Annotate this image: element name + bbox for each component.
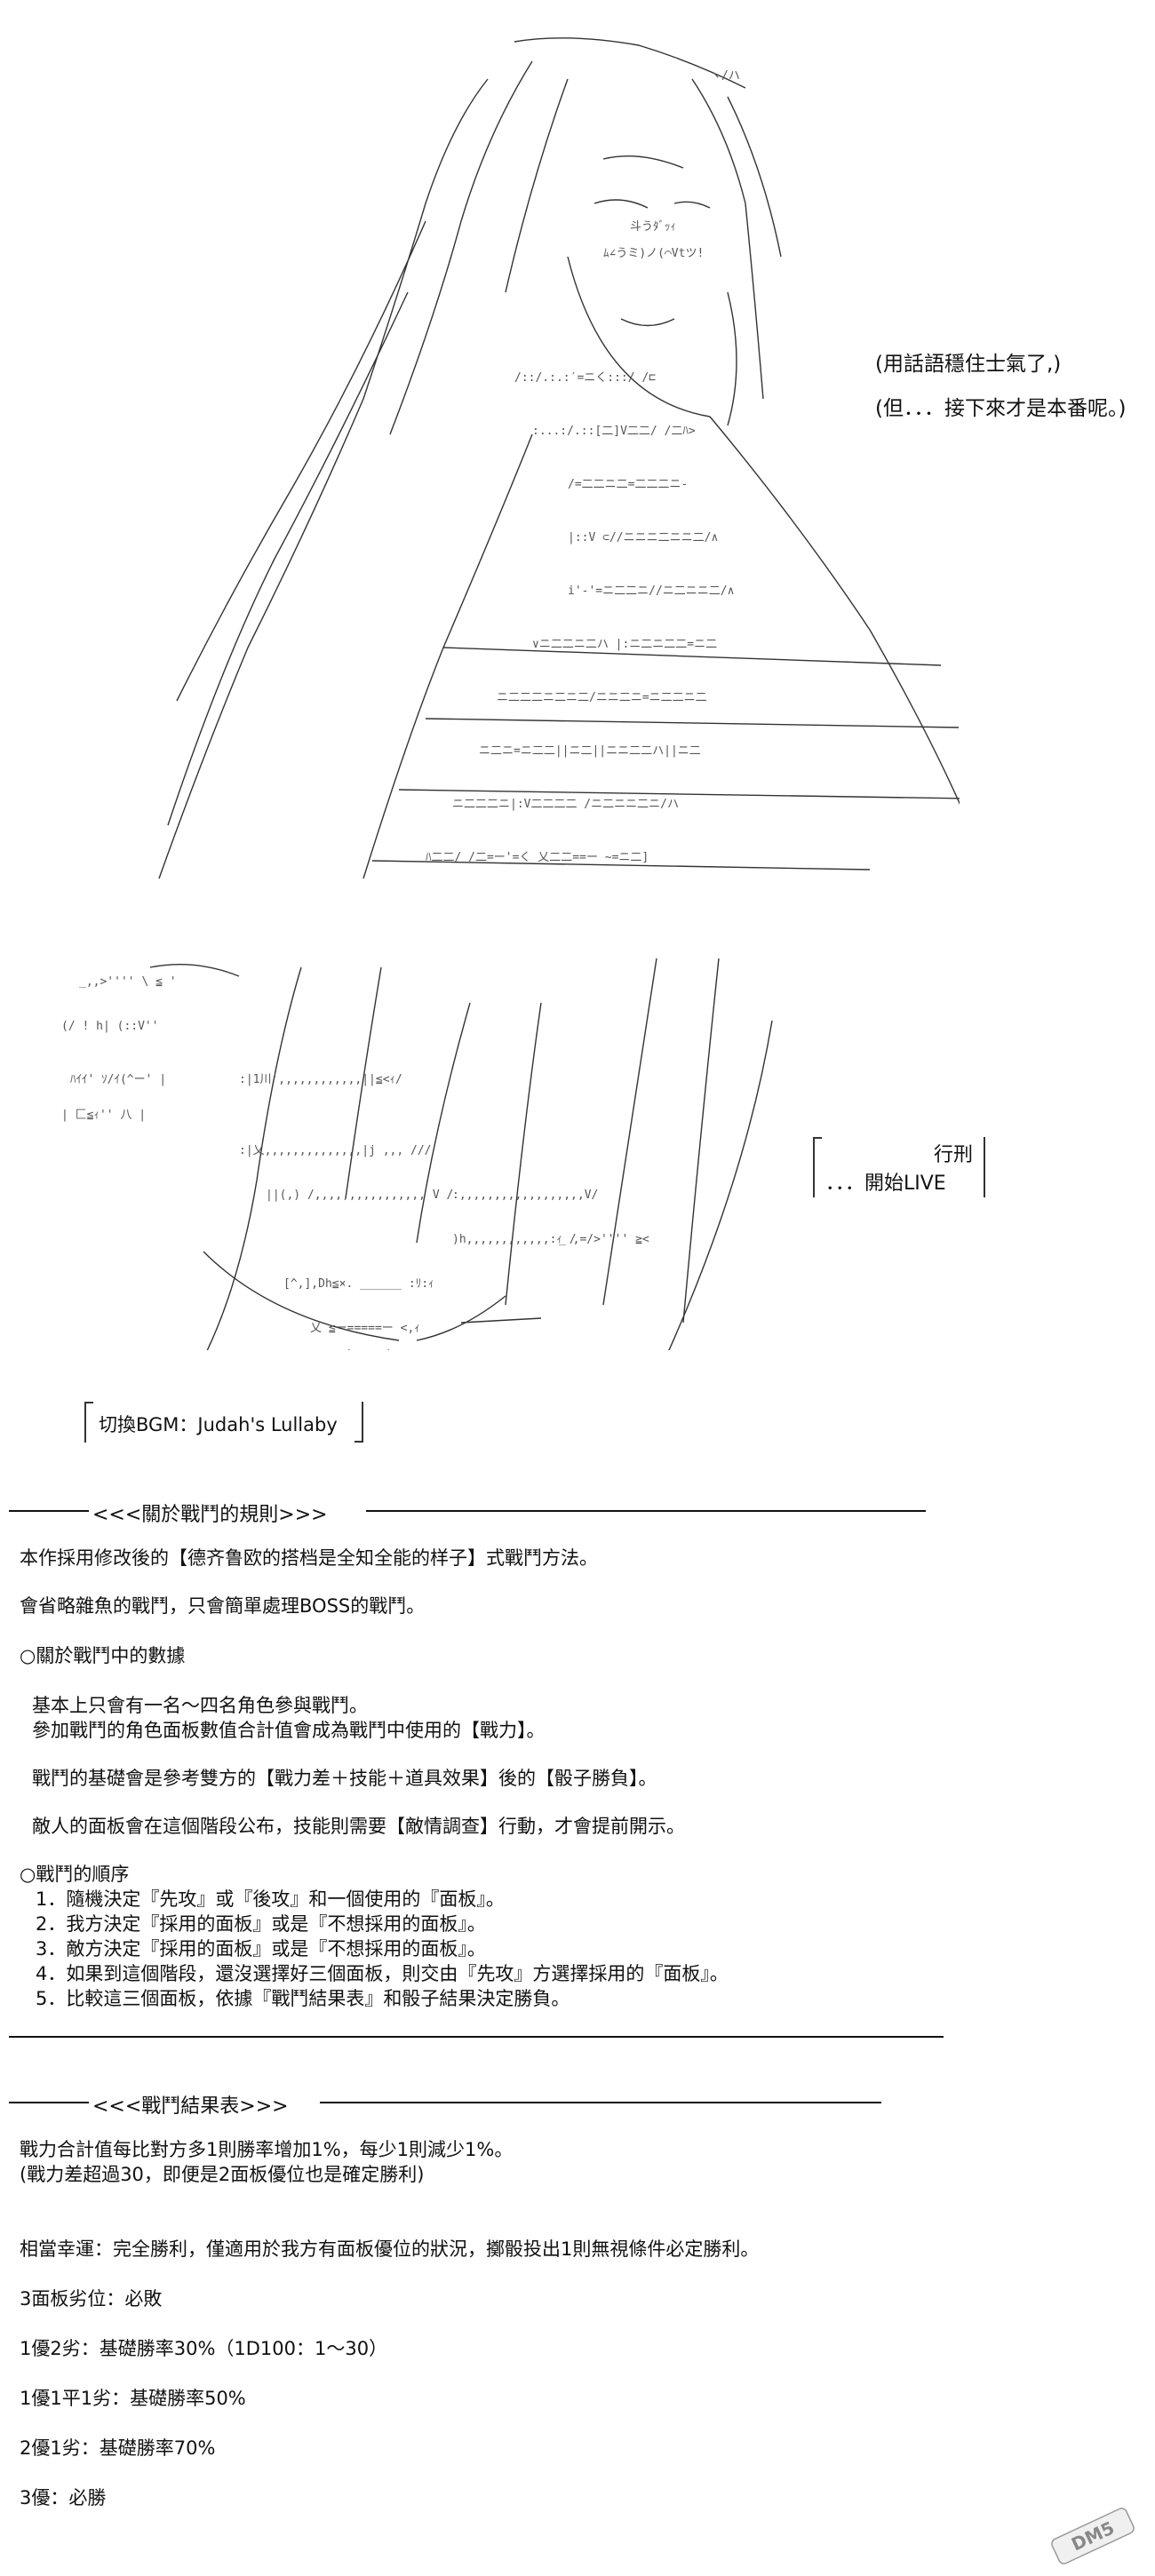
svg-text::,,,,,,,,,,,,,,,,,,V/: :,,,,,,,,,,,,,,,,,,V/ <box>452 1189 598 1202</box>
ascii-art-scene-2: _,,>'''' \ ≦ ' (/ ! h| (::V'' ﾊｲｲ' ｿ/ｲ(^… <box>27 933 800 1350</box>
numbers-item-3: 戰鬥的基礎會是參考雙方的【戰力差＋技能＋道具效果】後的【骰子勝負】。 <box>32 1768 657 1789</box>
rules-end-rule <box>9 2036 944 2038</box>
svg-text:斗うﾀﾞｯｨ: 斗うﾀﾞｯｨ <box>630 220 676 234</box>
svg-text:ﾊｲｲ' ｿ/ｲ(^ー' |: ﾊｲｲ' ｿ/ｲ(^ー' | <box>70 1073 166 1086</box>
results-line-1: 戰力合計值每比對方多1則勝率增加1%，每少1則減少1%。 <box>20 2139 514 2160</box>
results-line-5: 1優2劣：基礎勝率30%（1D100：1～30） <box>20 2338 388 2359</box>
numbers-item-4: 敵人的面板會在這個階段公布，技能則需要【敵情調查】行動，才會提前開示。 <box>32 1816 685 1837</box>
results-line-2: (戰力差超過30，即便是2面板優位也是確定勝利) <box>20 2164 425 2185</box>
inner-thought-note-1: (用話語穩住士氣了,) <box>875 353 1062 376</box>
svg-text:ﾊ二二/ /二=ー'=く 乂二二==ー ~=ニ二]: ﾊ二二/ /二=ー'=く 乂二二==ー ~=ニ二] <box>426 851 649 864</box>
numbers-item-1: 基本上只會有一名～四名角色參與戰鬥。 <box>32 1695 368 1716</box>
rules-intro-1: 本作採用修改後的【德齐鲁欧的搭档是全知全能的样子】式戰鬥方法。 <box>20 1547 598 1569</box>
site-watermark-logo: DM5 <box>1040 2505 1146 2567</box>
numbers-item-2: 參加戰鬥的角色面板數值合計值會成為戰鬥中使用的【戰力】。 <box>32 1720 546 1741</box>
svg-text:ﾑ∠うミ)ノ(⌒Vtツ!: ﾑ∠うミ)ノ(⌒Vtツ! <box>603 247 704 260</box>
svg-text:乂 ≦ー=====ー <,ｨ: 乂 ≦ー=====ー <,ｨ <box>310 1322 420 1335</box>
svg-text:∨ニ二二ニ二ハ |:ニ二ニ二二=ニ二: ∨ニ二二ニ二ハ |:ニ二ニ二二=ニ二 <box>532 638 717 651</box>
svg-text:)h,,,,,,,,,,,,:ｨ /: )h,,,,,,,,,,,,:ｨ / <box>452 1233 577 1246</box>
svg-text:/=二二ニ二=二二二ニ-: /=二二ニ二=二二二ニ- <box>568 478 688 491</box>
svg-text::...:/.::[二]V二二/ /二ﾊ>: :...:/.::[二]V二二/ /二ﾊ> <box>532 425 696 438</box>
svg-text:ニ二二二ニ|:V二二二二 /ニ二ニニ二ニ/ハ: ニ二二二ニ|:V二二二二 /ニ二ニニ二ニ/ハ <box>452 798 679 811</box>
results-heading: <<<戰鬥結果表>>> <box>92 2095 289 2118</box>
ascii-art-face-closeup: _,,>'''' \ ≦ ' (/ ! h| (::V'' ﾊｲｲ' ｿ/ｲ(^… <box>61 958 773 1350</box>
svg-text:i'-'=ニ二二ニ//ニ二ニニ二/∧: i'-'=ニ二二ニ//ニ二ニニ二/∧ <box>568 584 734 598</box>
rules-heading: <<<關於戰鬥的規則>>> <box>92 1504 328 1526</box>
svg-text:≧/ー=≦ /: ≧/ー=≦ / <box>337 1348 390 1350</box>
rules-heading-rule-left <box>9 1510 89 1512</box>
caption-line-2: ．．．開始LIVE <box>825 1173 946 1195</box>
svg-text:_ ,=/>'''' ≧<: _ ,=/>'''' ≧< <box>559 1233 649 1246</box>
svg-text:||(,) /,,,,,,,,,,,,,,,, V /: ||(,) /,,,,,,,,,,,,,,,, V / <box>266 1189 453 1202</box>
bgm-caption-box: 切換BGM：Judah's Lullaby <box>84 1402 363 1443</box>
inner-thought-note-2: (但．．．接下來才是本番呢。) <box>875 397 1127 420</box>
svg-text:| 匚≦ｨ'' 八 |: | 匚≦ｨ'' 八 | <box>61 1109 146 1122</box>
svg-text:ニ二二二ニ二ニ二/ニニ二ニ=ニ二二ニ二: ニ二二二ニ二ニ二/ニニ二ニ=ニ二二ニ二 <box>497 691 707 704</box>
results-heading-rule-right <box>320 2102 881 2103</box>
svg-text:_,,>'''' \ ≦ ': _,,>'''' \ ≦ ' <box>79 975 177 989</box>
caption-line-1: 行刑 <box>933 1144 973 1166</box>
svg-text:ヽ/ハ: ヽ/ハ <box>710 69 740 83</box>
svg-text::|1川',,,,,,,,,,,,||≦<ｨ/: :|1川',,,,,,,,,,,,||≦<ｨ/ <box>239 1073 402 1086</box>
rules-heading-rule-right <box>366 1510 926 1512</box>
svg-text::|乂,,,,,,,,,,,,,,|j ,,, ///: :|乂,,,,,,,,,,,,,,|j ,,, /// <box>239 1144 432 1157</box>
order-item-2: 2．我方決定『採用的面板』或是『不想採用的面板』。 <box>36 1913 486 1935</box>
order-item-3: 3．敵方決定『採用的面板』或是『不想採用的面板』。 <box>36 1938 486 1960</box>
svg-text:[^,],Dh≦×. ______ :ﾘ:ｨ: [^,],Dh≦×. ______ :ﾘ:ｨ <box>283 1277 434 1291</box>
rules-intro-2: 會省略雜魚的戰鬥，只會簡單處理BOSS的戰鬥。 <box>20 1595 426 1617</box>
ascii-art-figure-standing: ヽ/ハ 斗うﾀﾞｯｨ ﾑ∠うミ)ノ(⌒Vtツ! /::/.:.:′=ニく:::/… <box>158 37 960 879</box>
svg-text:/::/.:.:′=ニく:::/ /⊏: /::/.:.:′=ニく:::/ /⊏ <box>514 371 656 385</box>
results-line-6: 1優1平1劣：基礎勝率50% <box>20 2388 246 2409</box>
results-line-4: 3面板劣位：必敗 <box>20 2288 163 2310</box>
order-item-4: 4．如果到這個階段，還沒選擇好三個面板，則交由『先攻』方選擇採用的『面板』。 <box>36 1963 729 1984</box>
results-line-7: 2優1劣：基礎勝率70% <box>20 2437 216 2459</box>
results-line-8: 3優：必勝 <box>20 2487 107 2508</box>
svg-text:ニ二ニ=ニ二二||ニ二||ニニ二二ハ||ニ二: ニ二ニ=ニ二二||ニ二||ニニ二二ハ||ニ二 <box>479 744 701 758</box>
bgm-label: 切換BGM：Judah's Lullaby <box>99 1414 338 1435</box>
svg-text:(/ ! h| (::V'': (/ ! h| (::V'' <box>61 1020 159 1033</box>
execution-caption-box: 行刑 ．．．開始LIVE <box>813 1137 985 1197</box>
numbers-title: ○關於戰鬥中的數據 <box>20 1645 186 1666</box>
order-title: ○戰鬥的順序 <box>20 1864 130 1885</box>
order-item-1: 1．隨機決定『先攻』或『後攻』和一個使用的『面板』。 <box>36 1888 505 1910</box>
results-line-3: 相當幸運：完全勝利，僅適用於我方有面板優位的狀況，擲骰投出1則無視條件必定勝利。 <box>20 2238 760 2260</box>
order-item-5: 5．比較這三個面板，依據『戰鬥結果表』和骰子結果決定勝負。 <box>36 1988 570 2009</box>
ascii-art-scene-1: ヽ/ハ 斗うﾀﾞｯｨ ﾑ∠うミ)ノ(⌒Vtツ! /::/.:.:′=ニく:::/… <box>53 9 960 897</box>
svg-text:|::V ⊂//ニニニ二ニニ二/∧: |::V ⊂//ニニニ二ニニ二/∧ <box>568 531 718 545</box>
results-heading-rule-left <box>9 2102 89 2103</box>
